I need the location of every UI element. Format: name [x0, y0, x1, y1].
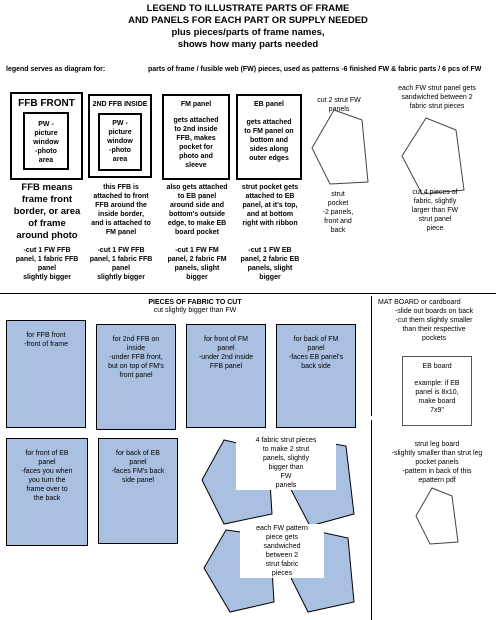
- fabric-fm-front-label: for front of FM panel -under 2nd inside …: [198, 336, 254, 370]
- strut-fw-desc: strut pocket -2 panels, front and back: [322, 191, 354, 234]
- fabric-strut-note-1: 4 fabric strut pieces to make 2 strut pa…: [236, 436, 336, 490]
- strut-pieces-desc: cut 4 pieces of fabric, slightly larger …: [411, 189, 459, 232]
- strut-piece-shape: [401, 117, 465, 195]
- eb-board-title: EB board: [422, 363, 452, 370]
- title-line-2: AND PANELS FOR EACH PART OR SUPPLY NEEDE…: [128, 15, 368, 26]
- fabric-ffb-front: for FFB front -front of frame: [6, 320, 86, 428]
- ffb-front-cut: -cut 1 FW FFB panel, 1 fabric FFB panel …: [15, 247, 79, 281]
- fm-panel-cut: -cut 1 FW FM panel, 2 fabric FM panels, …: [167, 247, 227, 281]
- eb-panel-inner: gets attached to FM panel on bottom and …: [244, 119, 294, 162]
- strut-leg-shape: [415, 487, 459, 545]
- fabric-subtitle: cut slightly bigger than FW: [153, 307, 237, 314]
- ffb-inside-desc: this FFB is attached to front FFB around…: [91, 184, 151, 236]
- fm-panel-inner: gets attached to 2nd inside FFB, makes p…: [173, 117, 219, 169]
- ffb-inside-cut: -cut 1 FW FFB panel, 1 fabric FFB panel …: [89, 247, 153, 281]
- vertical-divider-lower: [371, 420, 372, 620]
- strut-fw-title: cut 2 strut FW panels: [317, 97, 361, 113]
- fabric-ffb-inside-label: for 2nd FFB on inside -under FFB front, …: [108, 336, 164, 379]
- fm-panel-title: FM panel: [180, 101, 212, 108]
- fm-panel-desc: also gets attached to EB panel around si…: [166, 184, 228, 236]
- strut-pieces-title: each FW strut panel gets sandwiched betw…: [398, 85, 476, 110]
- eb-panel-cut: -cut 1 FW EB panel, 2 fabric EB panels, …: [240, 247, 300, 281]
- title-line-1: LEGEND TO ILLUSTRATE PARTS OF FRAME: [146, 3, 350, 14]
- picture-window: PW - picture window -photo area: [23, 112, 69, 170]
- eb-panel-title: EB panel: [254, 101, 284, 108]
- fabric-eb-front-label: for front of EB panel -faces you when yo…: [21, 450, 73, 502]
- eb-board-body: example: if EB panel is 8x10, make board…: [414, 380, 460, 414]
- ffb-inside-diagram: 2ND FFB INSIDE PW - picture window -phot…: [88, 94, 152, 178]
- strut-leg-note: strut leg board -slightly smaller than s…: [391, 441, 483, 484]
- fabric-eb-front: for front of EB panel -faces you when yo…: [6, 438, 88, 546]
- page-title: LEGEND TO ILLUSTRATE PARTS OF FRAME AND …: [0, 3, 496, 51]
- fabric-ffb-front-label: for FFB front -front of frame: [24, 332, 68, 348]
- eb-board-diagram: EB board example: if EB panel is 8x10, m…: [402, 356, 472, 426]
- fabric-ffb-inside: for 2nd FFB on inside -under FFB front, …: [96, 324, 176, 430]
- ffb-front-diagram: FFB FRONT PW - picture window -photo are…: [10, 92, 83, 180]
- mat-title: MAT BOARD or cardboard: [378, 299, 461, 306]
- horizontal-divider: [0, 293, 496, 294]
- fabric-eb-back: for back of EB panel -faces FM's back si…: [98, 438, 178, 544]
- eb-panel-desc: strut pocket gets attached to EB panel, …: [241, 184, 299, 227]
- strut-fw-shape: [311, 109, 369, 185]
- picture-window: PW - picture window -photo area: [98, 113, 142, 171]
- mat-body: -slide out boards on back -cut them slig…: [394, 308, 474, 342]
- fm-panel-diagram: FM panel gets attached to 2nd inside FFB…: [162, 94, 230, 180]
- fabric-fm-front: for front of FM panel -under 2nd inside …: [186, 324, 266, 428]
- eb-panel-diagram: EB panel gets attached to FM panel on bo…: [236, 94, 302, 180]
- ffb-front-desc: FFB means frame front border, or area of…: [13, 182, 81, 241]
- ffb-front-title: FFB FRONT: [18, 98, 75, 109]
- title-line-3: plus pieces/parts of frame names,: [171, 27, 325, 38]
- vertical-divider: [371, 296, 372, 416]
- fabric-strut-note-2: each FW pattern piece gets sandwiched be…: [240, 524, 324, 578]
- title-line-4: shows how many parts needed: [177, 39, 319, 50]
- legend-intro: legend serves as diagram for:: [6, 66, 106, 73]
- legend-parts: parts of frame / fusible web (FW) pieces…: [148, 66, 482, 73]
- fabric-fm-back-label: for back of FM panel -faces EB panel's b…: [288, 336, 344, 370]
- fabric-title: PIECES OF FABRIC TO CUT: [148, 299, 242, 306]
- ffb-inside-title: 2ND FFB INSIDE: [92, 101, 148, 108]
- fabric-fm-back: for back of FM panel -faces EB panel's b…: [276, 324, 356, 428]
- fabric-eb-back-label: for back of EB panel -faces FM's back si…: [111, 450, 165, 484]
